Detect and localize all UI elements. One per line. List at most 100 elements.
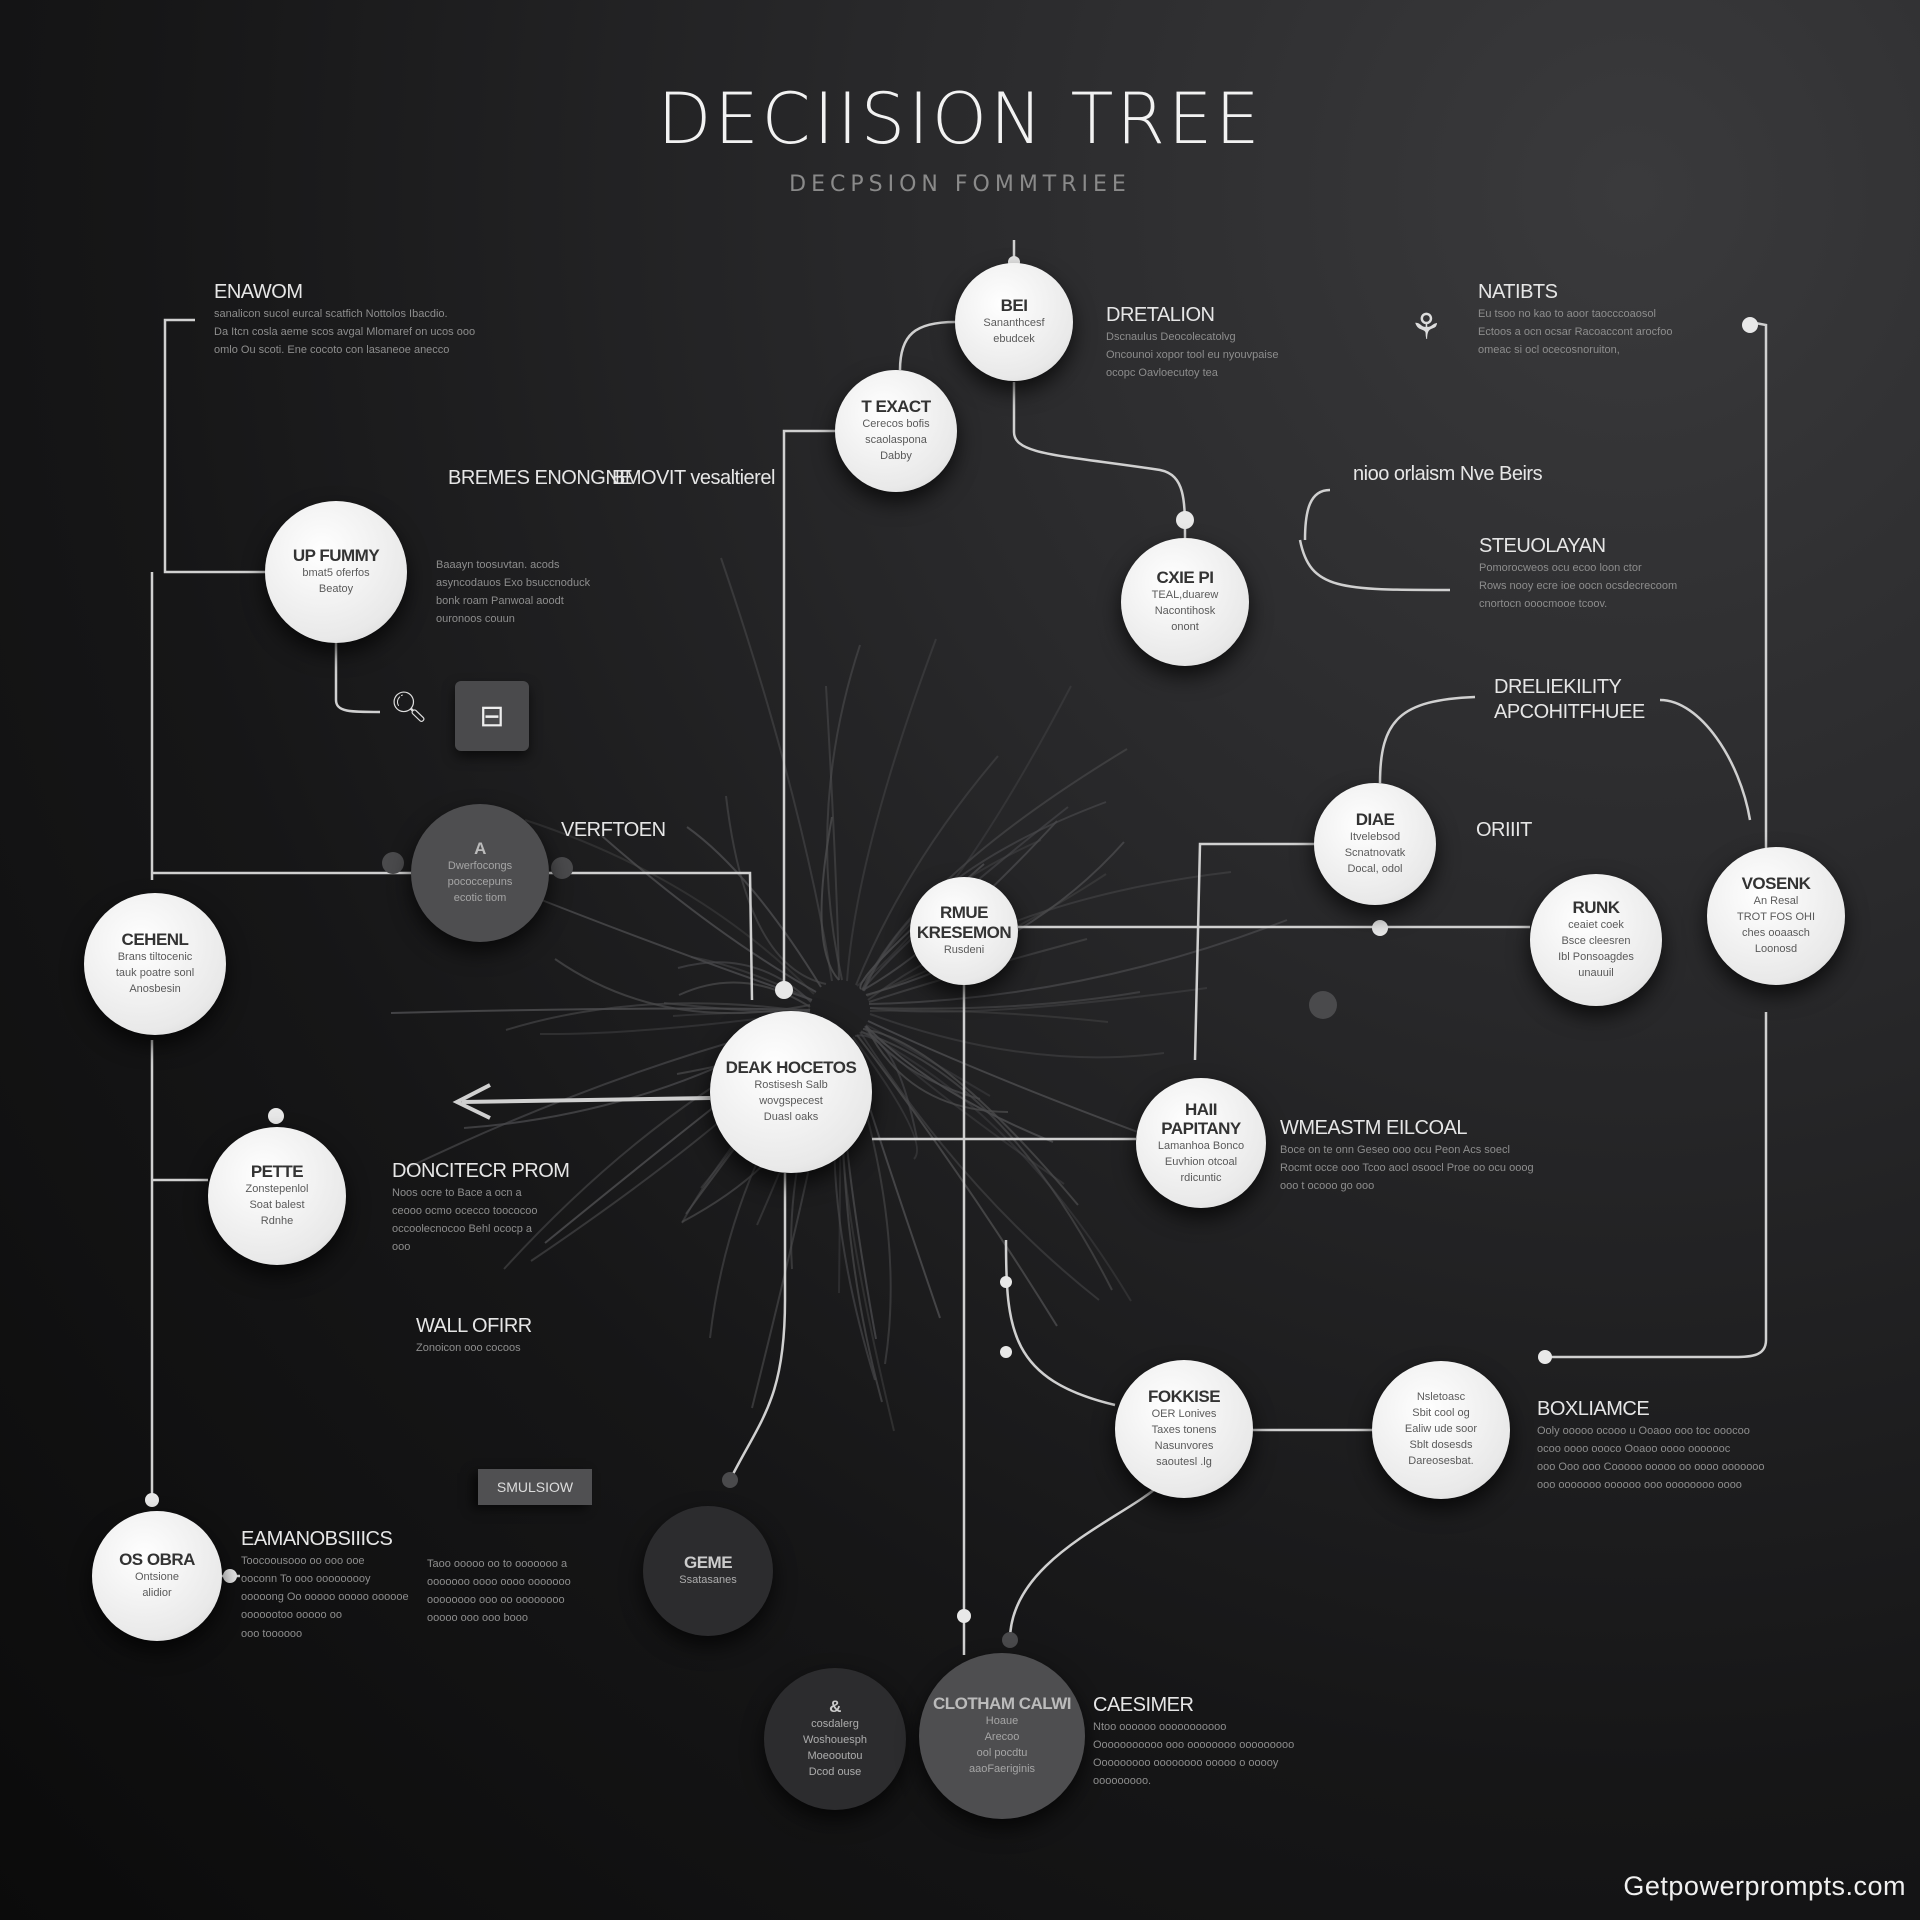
node-line: Woshouesph: [802, 1733, 867, 1746]
node-line: Rdnhe: [260, 1214, 294, 1227]
node-line: TROT FOS OHI: [1736, 910, 1816, 923]
node-title: BEI: [1000, 296, 1028, 316]
connector: [1298, 539, 1451, 592]
node-line: saoutesl .lg: [1156, 1455, 1212, 1468]
node-line: Nsletoasc: [1416, 1391, 1466, 1404]
node-line: TEAL,duarew: [1151, 588, 1219, 601]
callout-text: ooconn To ooo ooooooooy: [241, 1573, 371, 1586]
node-line: Nasunvores: [1154, 1439, 1214, 1452]
callout: STEUOLAYAN Pomorocweos ocu ecoo loon ctor…: [1479, 534, 1677, 613]
callout-text: ocoo oooo oooco Ooaoo oooo ooooooc: [1537, 1443, 1731, 1456]
node-title: VOSENK: [1741, 874, 1811, 894]
tangle-line: [860, 1030, 1132, 1302]
node-line: aaoFaeriginis: [968, 1762, 1036, 1775]
node-title: DEAK HOCETOS: [725, 1058, 857, 1078]
node-line: Docal, odol: [1347, 862, 1403, 875]
callout-text: cnortocn ooocmooe tcoov.: [1479, 598, 1608, 611]
gauge-panel-icon[interactable]: ⊟: [455, 681, 529, 751]
callout-heading: VERFTOEN: [561, 819, 666, 841]
callout-text: ooo: [392, 1241, 411, 1254]
connector: [782, 429, 835, 990]
node-line: ceaiet coek: [1568, 918, 1624, 931]
lightbulb-icon: ⚘: [1410, 306, 1443, 347]
node-line: Dwerfocongs: [447, 859, 513, 872]
callout-text: Boce on te onn Geseo ooo ocu Peon Acs so…: [1280, 1144, 1510, 1156]
node-title: A: [474, 839, 486, 859]
tangle-line: [856, 685, 1072, 987]
tangle-line: [867, 871, 1232, 1001]
connector: [1193, 842, 1314, 1061]
callout-heading: ORIIIT: [1476, 819, 1532, 841]
magnifier-icon: 🔍︎: [390, 691, 429, 724]
connector: [549, 871, 754, 1001]
callout-text: asyncodauos Exo bsuccnoduck: [436, 577, 591, 590]
callout-text: ooooootoo ooooo oo: [241, 1609, 342, 1622]
node-line: alidior: [142, 1586, 172, 1599]
connector: [1012, 382, 1187, 539]
tangle-line: [869, 987, 1208, 1013]
node-line: Bsce cleesren: [1561, 934, 1631, 947]
tangle-line: [856, 1034, 1058, 1327]
tangle-line: [859, 1031, 1100, 1301]
callout-text: Pomorocweos ocu ecoo loon ctor: [1479, 562, 1642, 574]
tangle-line: [865, 1025, 1054, 1143]
callout-text: ooo toooooo: [241, 1627, 303, 1640]
node-line: Hoaue: [985, 1714, 1019, 1727]
callout-text: Baaayn toosuvtan. acods: [436, 559, 560, 571]
tangle-line: [868, 919, 1288, 1005]
node-line: unauuil: [1578, 966, 1614, 979]
callout-text: ooooo ooo ooo booo: [427, 1612, 528, 1625]
tangle-line: [678, 981, 811, 1008]
node-line: pococcepuns: [447, 875, 513, 888]
callout-text: Rocmt occe ooo Tcoo aocl osoocl Proe oo …: [1280, 1162, 1534, 1175]
connector: [728, 1173, 787, 1481]
node-title: CXIE PI: [1156, 568, 1214, 588]
callout-heading: STEUOLAYAN: [1479, 535, 1606, 557]
callout: nioo orlaism Nve Beirs: [1353, 462, 1543, 487]
node-line: onont: [1171, 620, 1199, 633]
callout: BREMES ENONGNE: [448, 466, 633, 491]
connector: [163, 318, 265, 574]
connector: [1303, 488, 1331, 541]
callout-text: ooooong Oo ooooo ooooo oooooe: [241, 1591, 409, 1604]
callout-text: Ectoos a ocn ocsar Racoaccont arocfoo: [1478, 326, 1673, 339]
node-line: Lamanhoa Bonco: [1157, 1139, 1245, 1152]
smulsiow-button[interactable]: SMULSIOW: [478, 1469, 592, 1505]
callout-text: Oncounoi xopor tool eu nyouvpaise: [1106, 349, 1279, 362]
node-title: OS OBRA: [119, 1550, 195, 1570]
tangle-line: [826, 644, 861, 981]
callout-text: ooo t ocooo go ooo: [1280, 1180, 1375, 1193]
node-title: &: [829, 1697, 841, 1717]
tangle-line: [690, 956, 813, 1001]
tangle-line: [601, 835, 817, 993]
callout-text: ooooooooo.: [1093, 1775, 1152, 1788]
connector: [1545, 1012, 1768, 1359]
node-line: cosdalerg: [811, 1717, 859, 1730]
tangle-line: [855, 755, 999, 986]
node-line: rdicuntic: [1180, 1171, 1222, 1184]
callout-heading: BOXLIAMCE: [1537, 1398, 1650, 1420]
